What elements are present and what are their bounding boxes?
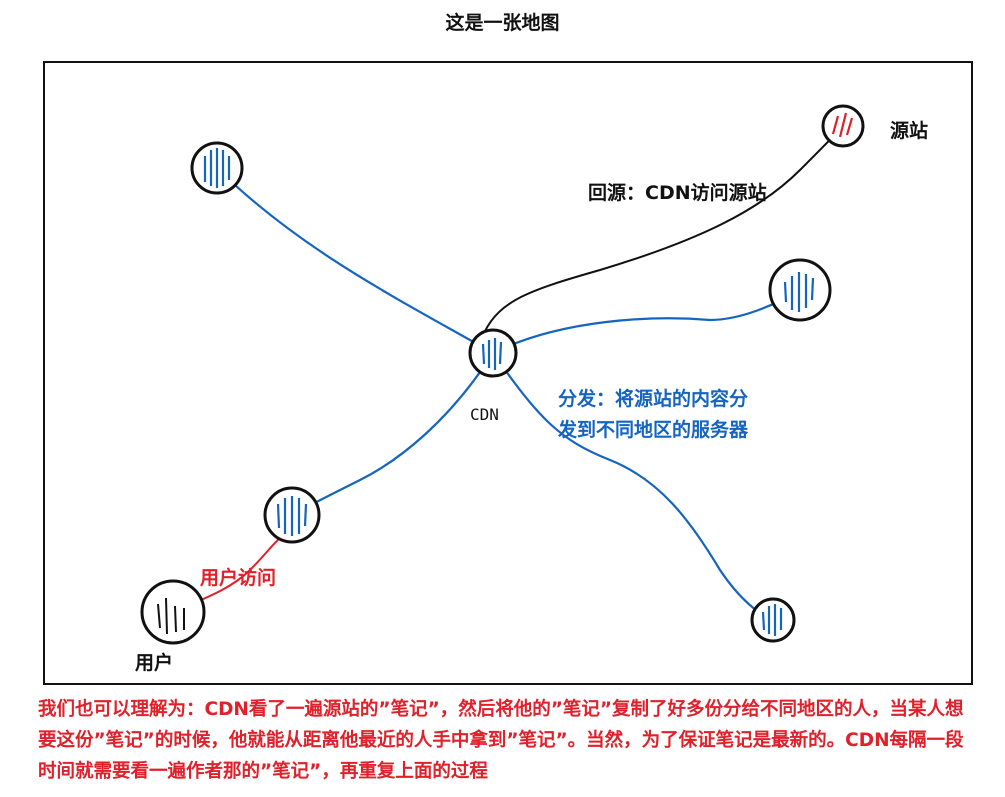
link-cdn-to-node-bottom-left: [291, 352, 494, 516]
link-cdn-to-node-right: [492, 289, 801, 354]
back-to-origin-label: 回源：CDN访问源站: [588, 182, 767, 204]
user-visit-label: 用户访问: [200, 567, 277, 589]
link-cdn-to-node-bottom-right: [492, 352, 774, 622]
server-node-right: [768, 258, 832, 322]
user-node: [140, 579, 206, 645]
link-cdn-to-origin: [483, 125, 844, 334]
distribute-label: 分发：将源站的内容分 发到不同地区的服务器: [558, 384, 748, 446]
server-node-top-left: [190, 141, 244, 195]
server-node-bottom-left: [263, 486, 321, 544]
cdn-node: [468, 328, 518, 378]
link-cdn-to-node-top-left: [216, 167, 494, 354]
diagram-title: 这是一张地图: [445, 12, 560, 34]
explanation-text: 我们也可以理解为：CDN看了一遍源站的”笔记”，然后将他的”笔记”复制了好多份分…: [38, 699, 964, 782]
map-frame: [43, 61, 973, 685]
distribute-label-line2: 发到不同地区的服务器: [558, 419, 749, 441]
user-label: 用户: [135, 652, 174, 674]
distribute-label-line1: 分发：将源站的内容分: [558, 388, 749, 410]
server-node-bottom-right: [750, 597, 796, 643]
origin-label: 源站: [890, 120, 929, 142]
origin-server-node: [821, 104, 865, 148]
cdn-label: CDN: [470, 405, 499, 424]
